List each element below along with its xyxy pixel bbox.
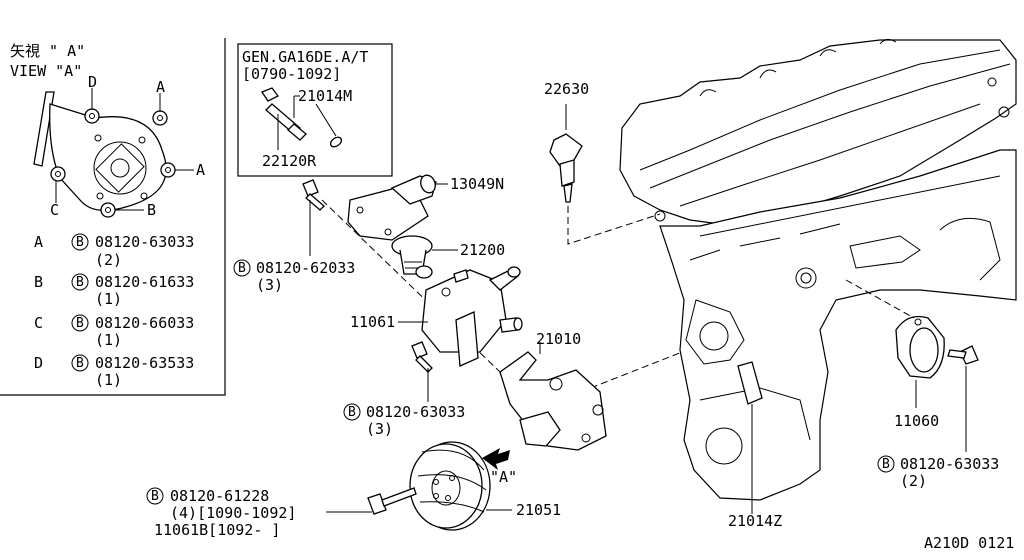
bolt-row-c: C B 08120-66033 (1): [34, 314, 194, 349]
diagram-id: A210D 0121: [924, 534, 1014, 552]
pulley: [409, 441, 491, 531]
pulley-bolt-part-number: 08120-61228: [170, 487, 269, 505]
fitting-icon: [329, 136, 343, 148]
bolt-c-part-number: 08120-66033: [95, 314, 194, 332]
water-inlet: [895, 315, 945, 379]
svg-text:(3): (3): [256, 276, 283, 294]
sensor-box-header: GEN.GA16DE.A/T: [242, 48, 368, 66]
svg-text:B: B: [151, 489, 159, 504]
svg-text:B: B: [34, 273, 43, 291]
engine-block: [619, 38, 1017, 501]
sender-part-number: 22630: [544, 80, 589, 98]
svg-text:B: B: [238, 261, 246, 276]
gasket-icon: [737, 361, 763, 405]
view-a-panel-border: [0, 38, 226, 396]
pump-back-view: [33, 91, 176, 218]
outlet-bolt: [302, 179, 325, 211]
marker-d: D: [88, 73, 97, 91]
view-arrow-icon: [482, 448, 510, 470]
pump-part-number: 21010: [536, 330, 581, 348]
svg-text:(1): (1): [95, 290, 122, 308]
inlet-part-number: 11060: [894, 412, 939, 430]
svg-text:(2): (2): [900, 472, 927, 490]
marker-b: B: [147, 201, 156, 219]
svg-text:D: D: [34, 354, 43, 372]
pulley-part-number: 21051: [516, 501, 561, 519]
temperature-sender: [549, 133, 583, 203]
marker-a-right: A: [196, 161, 205, 179]
gasket-part-number: 21014Z: [728, 512, 782, 530]
pulley-bolt: [367, 487, 417, 515]
outlet-part-number: 13049N: [450, 175, 504, 193]
view-arrow-label: "A": [490, 468, 517, 486]
marker-a-top: A: [156, 78, 165, 96]
fitting-part-number: 21014M: [298, 87, 352, 105]
thermostat-housing: [421, 266, 523, 367]
svg-text:(1): (1): [95, 371, 122, 389]
inlet-bolt: [947, 345, 979, 365]
bolt-row-b: B B 08120-61633 (1): [34, 273, 194, 308]
view-a-panel: 矢視 " A" VIEW "A" D A A C B A: [0, 38, 226, 396]
sensor-part-number: 22120R: [262, 152, 317, 170]
housing-part-number: 11061: [350, 313, 395, 331]
sensor-box: GEN.GA16DE.A/T [0790-1092] 21014M 22120R: [237, 43, 393, 177]
svg-text:(1): (1): [95, 331, 122, 349]
inlet-bolt-part-number: 08120-63033: [900, 455, 999, 473]
water-outlet: [347, 174, 437, 241]
svg-text:A: A: [34, 233, 43, 251]
sensor-cap-icon: [261, 87, 279, 102]
svg-text:(3): (3): [366, 420, 393, 438]
marker-c: C: [50, 201, 59, 219]
bolt-row-a: A B 08120-63033 (2): [34, 233, 194, 269]
svg-text:C: C: [34, 314, 43, 332]
water-pump: [499, 351, 607, 451]
housing-bolt-part-number: 08120-63033: [366, 403, 465, 421]
bolt-d-part-number: 08120-63533: [95, 354, 194, 372]
svg-text:B: B: [882, 457, 890, 472]
bolt-row-d: D B 08120-63533 (1): [34, 354, 194, 389]
view-a-title-jp: 矢視 " A": [10, 42, 85, 60]
svg-text:(2): (2): [95, 251, 122, 269]
bolt-a-part-number: 08120-63033: [95, 233, 194, 251]
svg-text:11061B[1092- ]: 11061B[1092- ]: [154, 521, 280, 539]
svg-text:B: B: [76, 356, 84, 371]
sensor-box-date-range: [0790-1092]: [242, 65, 341, 83]
svg-text:B: B: [76, 316, 84, 331]
thermostat-part-number: 21200: [460, 241, 505, 259]
thermostat: [391, 235, 433, 279]
svg-text:(4)[1090-1092]: (4)[1090-1092]: [170, 504, 296, 522]
housing-bolt: [411, 341, 433, 373]
svg-text:B: B: [76, 235, 84, 250]
outlet-bolt-part-number: 08120-62033: [256, 259, 355, 277]
bolt-b-part-number: 08120-61633: [95, 273, 194, 291]
svg-text:B: B: [348, 405, 356, 420]
view-a-title-en: VIEW "A": [10, 62, 82, 80]
svg-text:B: B: [76, 275, 84, 290]
